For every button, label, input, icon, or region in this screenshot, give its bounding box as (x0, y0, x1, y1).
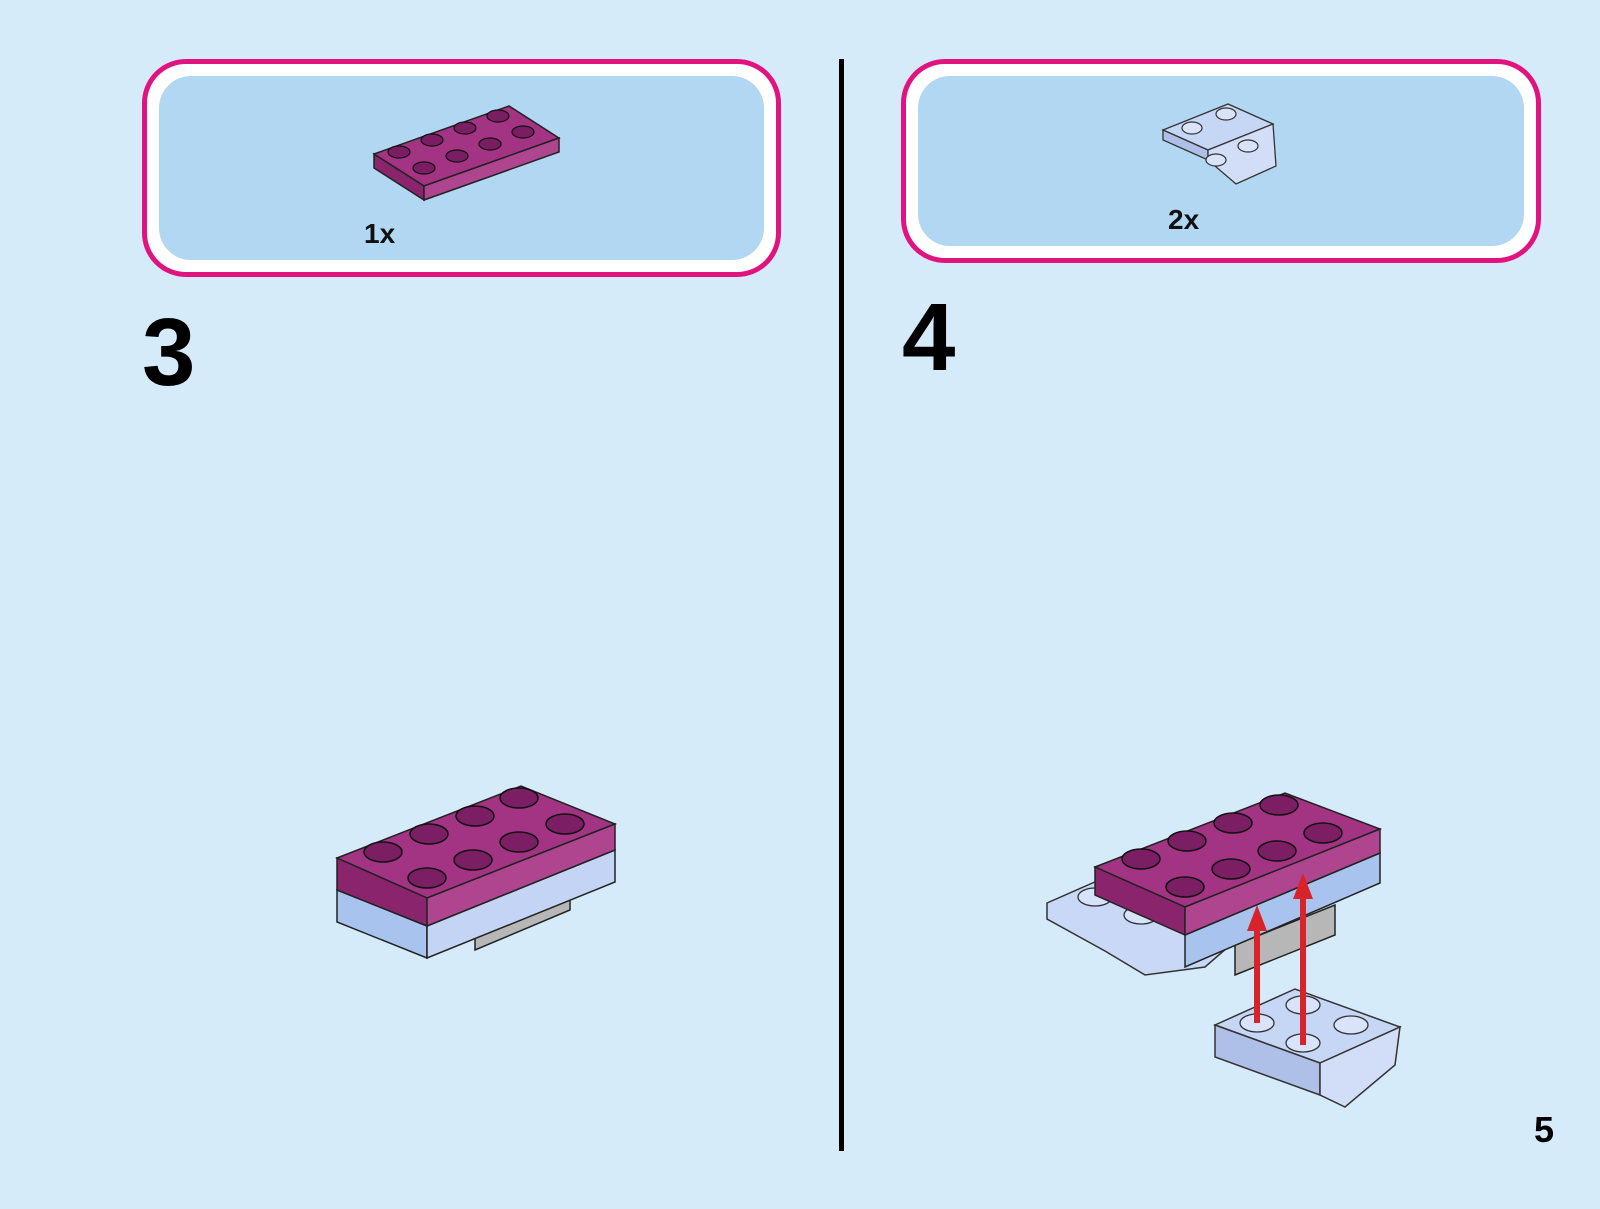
magenta-plate-2x4-icon (369, 96, 569, 206)
parts-callout-inner: 1x (159, 76, 764, 260)
part-quantity: 1x (364, 218, 395, 250)
part-quantity: 2x (1168, 204, 1199, 236)
light-blue-inverted-slope-icon (1158, 94, 1288, 194)
step-divider (839, 59, 844, 1151)
step4-assembly-icon (1045, 755, 1445, 1130)
step-number: 3 (142, 305, 195, 401)
parts-callout-inner: 2x (918, 76, 1524, 246)
page-number: 5 (1534, 1109, 1554, 1151)
parts-callout-step-3: 1x (142, 59, 781, 277)
parts-callout-step-4: 2x (901, 59, 1541, 263)
step-number: 4 (902, 290, 955, 386)
step3-assembly-icon (335, 750, 635, 970)
